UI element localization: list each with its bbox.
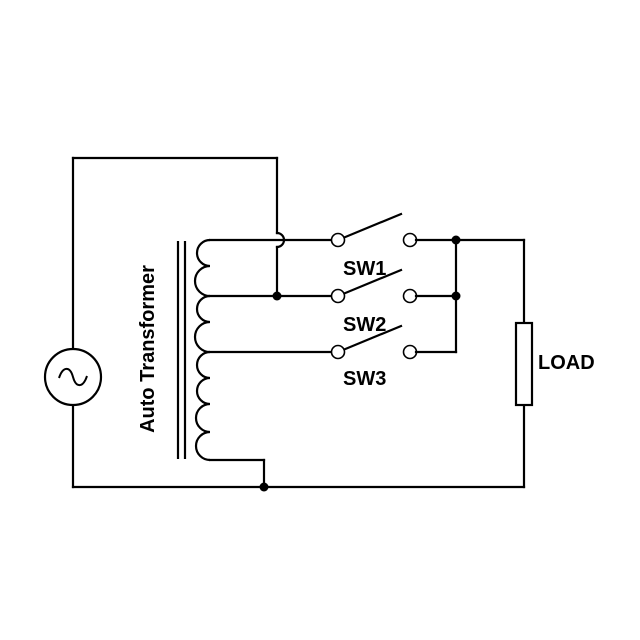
switch-label-sw3: SW3 (343, 368, 386, 390)
switch-sw3[interactable] (330, 324, 418, 360)
junction-dot (451, 235, 461, 245)
switch-sw2[interactable] (330, 268, 418, 304)
switch-output-bus (414, 235, 526, 354)
transformer-label: Auto Transformer (137, 265, 159, 433)
switch-sw1[interactable] (330, 212, 418, 248)
switch-label-sw2: SW2 (343, 314, 386, 336)
supply-to-tap-wire (272, 156, 286, 301)
transformer-core-icon (176, 241, 187, 459)
load-label: LOAD (538, 352, 595, 374)
ac-source-icon (43, 347, 103, 407)
junction-dot (451, 291, 461, 301)
switch-label-sw1: SW1 (343, 258, 386, 280)
winding-return-wire (208, 458, 269, 492)
junction-dot (259, 482, 269, 492)
tap-wires (208, 238, 335, 354)
ac-source-wiring (71, 156, 526, 489)
transformer-winding-icon (193, 238, 211, 462)
load-resistor-icon (514, 321, 534, 407)
